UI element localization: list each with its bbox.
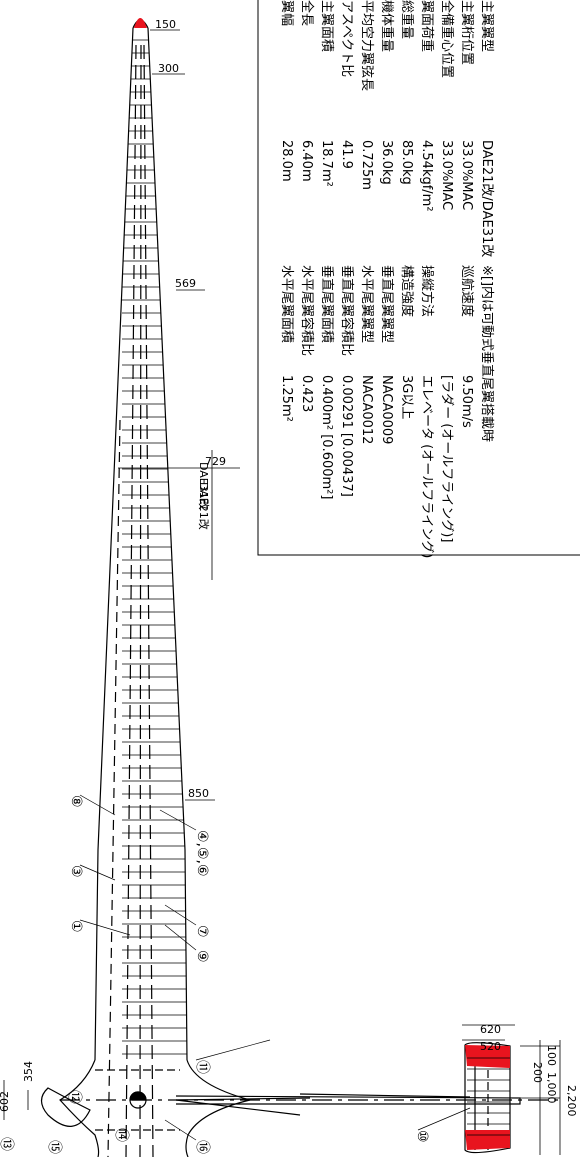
spec-label: 平均空力翼弦長 <box>359 0 374 92</box>
spec-value: エレベータ (オールフライング) <box>419 375 434 559</box>
spec-value: 6.40m <box>299 140 314 182</box>
dim-729: 729 <box>205 455 226 468</box>
spec-value: 4.54kgf/m² <box>419 140 434 212</box>
spec-label: 水平尾翼面積 <box>279 265 294 344</box>
wing-ribs <box>122 39 187 1055</box>
spec-col-container: 翼幅 28.0m 全長 6.40m 主翼面積 18.7m² アスペクト比 41.9 平均空力翼弦… <box>258 0 580 559</box>
spec-value: 0.00291 [0.00437] <box>339 375 354 497</box>
callout-8: ⑧ <box>68 795 84 808</box>
wing-tip-red <box>134 18 147 28</box>
dim-520: 520 <box>480 1040 501 1053</box>
spec-value: DAE21改/DAE31改 <box>479 140 494 258</box>
dim-850: 850 <box>188 787 209 800</box>
callout-9: ⑨ <box>194 950 210 963</box>
dimension-lines <box>3 29 561 1155</box>
callout-14: ⑭ <box>113 1128 129 1142</box>
spec-value: 0.423 <box>299 375 314 413</box>
callout-11: ⑪ <box>194 1060 210 1074</box>
callout-12: ⑫ <box>66 1090 82 1104</box>
spec-value: 0.400m² [0.600m²] <box>319 375 334 500</box>
spec-label: 垂直尾翼翼型 <box>379 265 394 344</box>
spec-value: NACA0009 <box>379 375 394 445</box>
spec-label: 主翼面積 <box>319 0 334 53</box>
spec-label: 巡航速度 <box>459 265 474 318</box>
callout-7: ⑦ <box>194 925 210 938</box>
spec-label: 主翼翼型 <box>479 0 494 53</box>
spec-value: 3G以上 <box>399 375 414 420</box>
callout-15: ⑮ <box>46 1140 62 1154</box>
spec-value: 9.50m/s <box>459 375 474 428</box>
spec-label: 垂直尾翼容積比 <box>339 265 354 357</box>
spec-value: 33.0%MAC <box>459 140 474 211</box>
tail-ribs <box>467 1057 510 1136</box>
dim-300: 300 <box>158 62 179 75</box>
tail-tip-red-top <box>465 1045 510 1068</box>
spec-value: NACA0012 <box>359 375 374 445</box>
spec-label: 全長 <box>299 0 314 27</box>
spec-value: 33.0%MAC <box>439 140 454 211</box>
spec-label: 全備重心位置 <box>439 0 454 79</box>
spec-value: 36.0kg <box>379 140 394 185</box>
spec-label: アスペクト比 <box>339 0 354 78</box>
spec-label: 操縦方法 <box>419 265 434 318</box>
callouts: ⑧ ③ ① ④,⑤,⑥ ⑦ ⑨ ⑪ ⑫ ⑬ ⑭ ⑮ ⑯ ⑩ <box>0 795 430 1154</box>
spec-label: 総重量 <box>399 0 414 40</box>
dim-200: 200 <box>531 1062 544 1083</box>
spec-label: 機体重量 <box>379 0 394 53</box>
spec-value: 28.0m <box>279 140 294 182</box>
spec-label: 翼面荷重 <box>419 0 434 53</box>
callout-10: ⑩ <box>414 1130 430 1143</box>
airfoil-label-dae21: DAE21改 <box>197 482 211 530</box>
dim-354: 354 <box>22 1061 35 1082</box>
wing-root <box>40 1059 560 1157</box>
airfoil-label-dae31: DAE31改 <box>197 462 211 510</box>
spec-table: 翼幅 28.0m 全長 6.40m 主翼面積 18.7m² アスペクト比 41.9 平均空力翼弦… <box>258 0 580 559</box>
callout-3: ③ <box>68 865 84 878</box>
spec-value: 18.7m² <box>319 140 334 187</box>
spec-label: 垂直尾翼面積 <box>319 265 334 344</box>
dim-150: 150 <box>155 18 176 31</box>
dim-1000: 1,000 <box>545 1072 558 1104</box>
spec-label: 水平尾翼翼型 <box>359 265 374 344</box>
callout-leaders <box>79 794 471 1141</box>
spec-label: 水平尾翼容積比 <box>299 265 314 357</box>
callout-1: ① <box>68 920 84 933</box>
callout-4-5-6: ④,⑤,⑥ <box>194 830 210 877</box>
spec-value: [ラダー (オールフライング)] <box>439 375 454 543</box>
spec-label: 主翼桁位置 <box>459 0 474 66</box>
tail-tip-red-bottom <box>465 1130 510 1150</box>
dim-2200: 2,200 <box>565 1085 578 1117</box>
dim-569: 569 <box>175 277 196 290</box>
spec-table-border <box>257 0 580 556</box>
spec-value: 1.25m² <box>279 375 294 422</box>
callout-16: ⑯ <box>194 1140 210 1154</box>
spec-note: ※[]内は可動式垂直尾翼搭載時 <box>479 265 494 443</box>
spec-label: 翼幅 <box>279 0 294 27</box>
spec-value: 85.0kg <box>399 140 414 185</box>
callout-13: ⑬ <box>0 1137 14 1151</box>
dim-620: 620 <box>480 1023 501 1036</box>
spec-label: 構造強度 <box>399 265 414 318</box>
spec-value: 0.725m <box>359 140 374 190</box>
dim-602: 602 <box>0 1091 11 1112</box>
spec-value: 41.9 <box>339 140 354 169</box>
main-wing <box>94 19 188 1157</box>
dim-100: 100 <box>545 1045 558 1066</box>
